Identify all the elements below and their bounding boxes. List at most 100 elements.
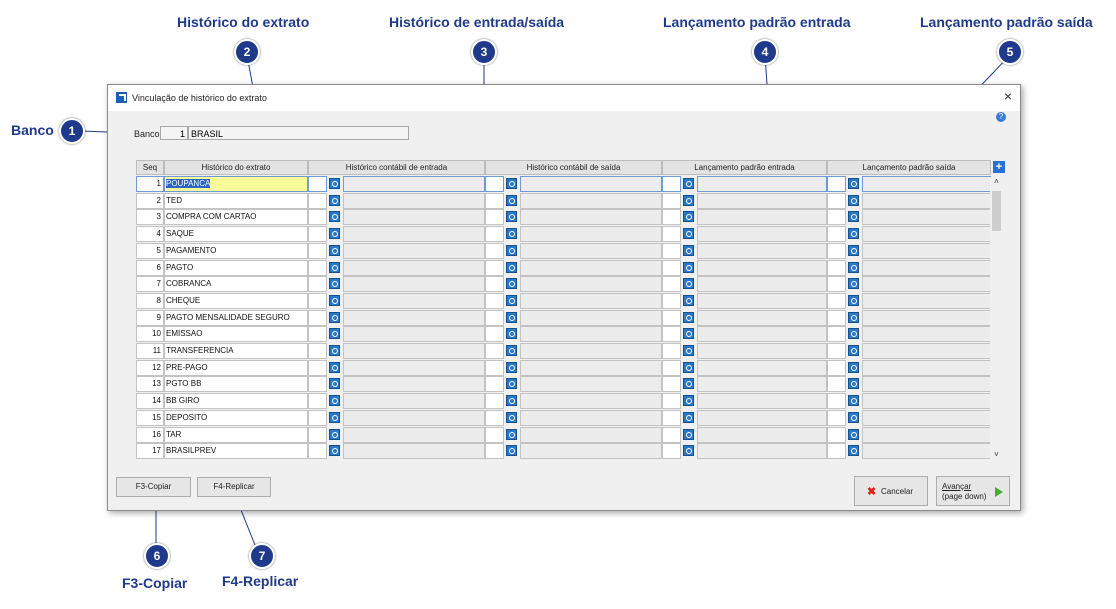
lancamento-saida-code-input[interactable] [827, 443, 846, 460]
lancamento-saida-code-input[interactable] [827, 226, 846, 243]
lookup-icon[interactable] [329, 294, 340, 306]
lookup-icon[interactable] [848, 428, 859, 440]
lookup-icon[interactable] [329, 244, 340, 256]
lancamento-entrada-code-input[interactable] [662, 326, 681, 343]
historico-saida-code-input[interactable] [485, 326, 504, 343]
vertical-scrollbar[interactable]: ˄ ˅ [990, 177, 1003, 460]
lancamento-saida-code-input[interactable] [827, 393, 846, 410]
lookup-icon[interactable] [506, 428, 517, 440]
lancamento-saida-code-input[interactable] [827, 343, 846, 359]
historico-extrato-input[interactable]: PRE-PAGO [164, 359, 308, 376]
lookup-icon[interactable] [683, 411, 694, 423]
historico-saida-code-input[interactable] [485, 292, 504, 309]
lookup-icon[interactable] [329, 178, 340, 189]
lookup-icon[interactable] [848, 311, 859, 323]
historico-entrada-code-input[interactable] [308, 242, 327, 259]
historico-entrada-code-input[interactable] [308, 292, 327, 309]
lancamento-saida-code-input[interactable] [827, 326, 846, 343]
lancamento-entrada-code-input[interactable] [662, 376, 681, 393]
historico-entrada-code-input[interactable] [308, 259, 327, 276]
lookup-icon[interactable] [506, 194, 517, 206]
lookup-icon[interactable] [683, 294, 694, 306]
historico-entrada-code-input[interactable] [308, 409, 327, 426]
lookup-icon[interactable] [683, 378, 694, 390]
historico-extrato-input[interactable]: PAGTO MENSALIDADE SEGURO [164, 309, 308, 326]
historico-entrada-code-input[interactable] [308, 393, 327, 410]
f4-replicar-button[interactable]: F4-Replicar [197, 477, 271, 497]
lookup-icon[interactable] [329, 211, 340, 223]
historico-extrato-input[interactable]: TED [164, 192, 308, 209]
f3-copiar-button[interactable]: F3-Copiar [116, 477, 191, 497]
lookup-icon[interactable] [683, 428, 694, 440]
close-icon[interactable]: × [1003, 88, 1012, 104]
lancamento-saida-code-input[interactable] [827, 242, 846, 259]
lookup-icon[interactable] [506, 345, 517, 356]
lancamento-entrada-code-input[interactable] [662, 426, 681, 443]
lookup-icon[interactable] [329, 345, 340, 356]
lookup-icon[interactable] [683, 395, 694, 407]
lookup-icon[interactable] [848, 261, 859, 273]
scroll-up-icon[interactable]: ˄ [994, 177, 999, 186]
historico-saida-code-input[interactable] [485, 259, 504, 276]
lancamento-saida-code-input[interactable] [827, 426, 846, 443]
lancamento-entrada-code-input[interactable] [662, 409, 681, 426]
lookup-icon[interactable] [683, 345, 694, 356]
lookup-icon[interactable] [329, 361, 340, 373]
historico-saida-code-input[interactable] [485, 209, 504, 226]
lookup-icon[interactable] [506, 261, 517, 273]
lookup-icon[interactable] [848, 178, 859, 189]
lancamento-entrada-code-input[interactable] [662, 176, 681, 192]
lookup-icon[interactable] [683, 178, 694, 189]
historico-entrada-code-input[interactable] [308, 176, 327, 192]
lancamento-saida-code-input[interactable] [827, 192, 846, 209]
lookup-icon[interactable] [848, 228, 859, 240]
lancamento-entrada-code-input[interactable] [662, 309, 681, 326]
historico-saida-code-input[interactable] [485, 409, 504, 426]
historico-extrato-input[interactable]: CHEQUE [164, 292, 308, 309]
historico-saida-code-input[interactable] [485, 359, 504, 376]
historico-entrada-code-input[interactable] [308, 192, 327, 209]
lookup-icon[interactable] [683, 328, 694, 340]
lookup-icon[interactable] [506, 311, 517, 323]
lancamento-saida-code-input[interactable] [827, 259, 846, 276]
lancamento-entrada-code-input[interactable] [662, 242, 681, 259]
lookup-icon[interactable] [329, 411, 340, 423]
lookup-icon[interactable] [329, 261, 340, 273]
historico-extrato-input[interactable]: TAR [164, 426, 308, 443]
lancamento-entrada-code-input[interactable] [662, 343, 681, 359]
lookup-icon[interactable] [848, 445, 859, 457]
lookup-icon[interactable] [683, 194, 694, 206]
historico-entrada-code-input[interactable] [308, 209, 327, 226]
lookup-icon[interactable] [506, 278, 517, 290]
historico-extrato-input[interactable]: SAQUE [164, 226, 308, 243]
historico-saida-code-input[interactable] [485, 192, 504, 209]
historico-entrada-code-input[interactable] [308, 309, 327, 326]
lookup-icon[interactable] [848, 294, 859, 306]
historico-extrato-input[interactable]: COMPRA COM CARTAO [164, 209, 308, 226]
lookup-icon[interactable] [848, 244, 859, 256]
lookup-icon[interactable] [848, 361, 859, 373]
lookup-icon[interactable] [683, 244, 694, 256]
lookup-icon[interactable] [506, 328, 517, 340]
banco-number-field[interactable]: 1 [160, 126, 188, 140]
lancamento-entrada-code-input[interactable] [662, 393, 681, 410]
lookup-icon[interactable] [506, 294, 517, 306]
historico-entrada-code-input[interactable] [308, 226, 327, 243]
lookup-icon[interactable] [506, 361, 517, 373]
historico-saida-code-input[interactable] [485, 343, 504, 359]
lookup-icon[interactable] [329, 194, 340, 206]
historico-entrada-code-input[interactable] [308, 343, 327, 359]
lancamento-entrada-code-input[interactable] [662, 209, 681, 226]
historico-entrada-code-input[interactable] [308, 276, 327, 293]
